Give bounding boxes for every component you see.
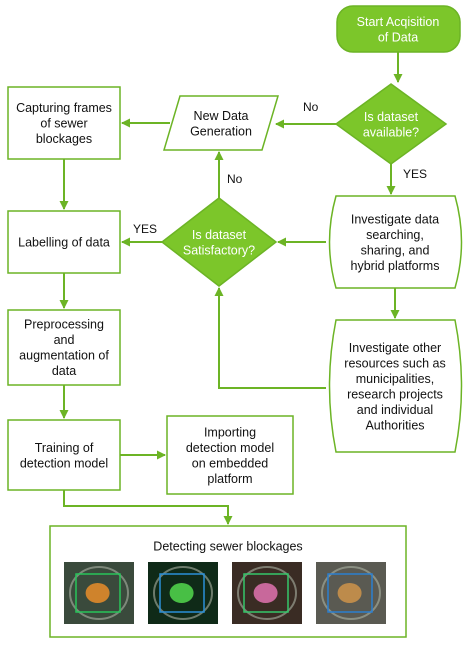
edge-label-no-available: No [303, 100, 319, 114]
label-line: on embedded [192, 456, 269, 470]
detecting-node: Detecting sewer blockages [50, 526, 406, 637]
label-line: Is dataset [364, 110, 419, 124]
label-line: Investigate other [349, 341, 441, 355]
label-line: detection model [186, 441, 274, 455]
label-line: hybrid platforms [351, 259, 440, 273]
label-line: Is dataset [192, 228, 247, 242]
label-line: resources such as [344, 356, 445, 370]
label-line: of Data [378, 30, 418, 44]
edge-label-no-satisfactory: No [227, 172, 243, 186]
edge-label-yes-satisfactory: YES [133, 222, 157, 236]
edge-label-yes-available: YES [403, 167, 427, 181]
label-line: available? [363, 125, 419, 139]
label-line: platform [207, 472, 252, 486]
label-line: sharing, and [361, 243, 430, 257]
label-line: blockages [36, 132, 92, 146]
label-line: Capturing frames [16, 101, 112, 115]
label-line: Importing [204, 425, 256, 439]
label-line: Labelling of data [18, 236, 110, 250]
label-line: New Data [194, 109, 249, 123]
labelling-node: Labelling of data [8, 211, 120, 273]
label-line: Start Acqisition [357, 15, 440, 29]
edge-other-to-satisfactory [219, 288, 326, 388]
label-line: research projects [347, 387, 443, 401]
label-line: Investigate data [351, 212, 439, 226]
edge-training-to-detecting [64, 490, 228, 524]
sewer-photo-2 [148, 562, 218, 624]
label-line: Authorities [365, 418, 424, 432]
label-line: municipalities, [356, 372, 435, 386]
label-line: Training of [35, 441, 94, 455]
label-line: data [52, 364, 76, 378]
labelling-label: Labelling of data [18, 236, 110, 250]
label-line: and individual [357, 403, 433, 417]
label-line: Detecting sewer blockages [153, 540, 302, 554]
sewer-photo-1 [64, 562, 134, 624]
investigate-platforms-label: Investigate data searching,sharing, and hy… [351, 212, 440, 272]
label-line: Satisfactory? [183, 243, 255, 257]
detecting-label: Detecting sewer blockages [153, 540, 302, 554]
sewer-photo-3 [232, 562, 302, 624]
label-line: Preprocessing [24, 317, 104, 331]
label-line: Generation [190, 124, 252, 138]
label-line: of sewer [40, 117, 87, 131]
label-line: detection model [20, 456, 108, 470]
label-line: augmentation of [19, 348, 109, 362]
investigate-platforms-node: Investigate data searching,sharing, and hy… [330, 196, 462, 288]
label-line: and [54, 333, 75, 347]
sewer-photo-4 [316, 562, 386, 624]
label-line: searching, [366, 228, 424, 242]
